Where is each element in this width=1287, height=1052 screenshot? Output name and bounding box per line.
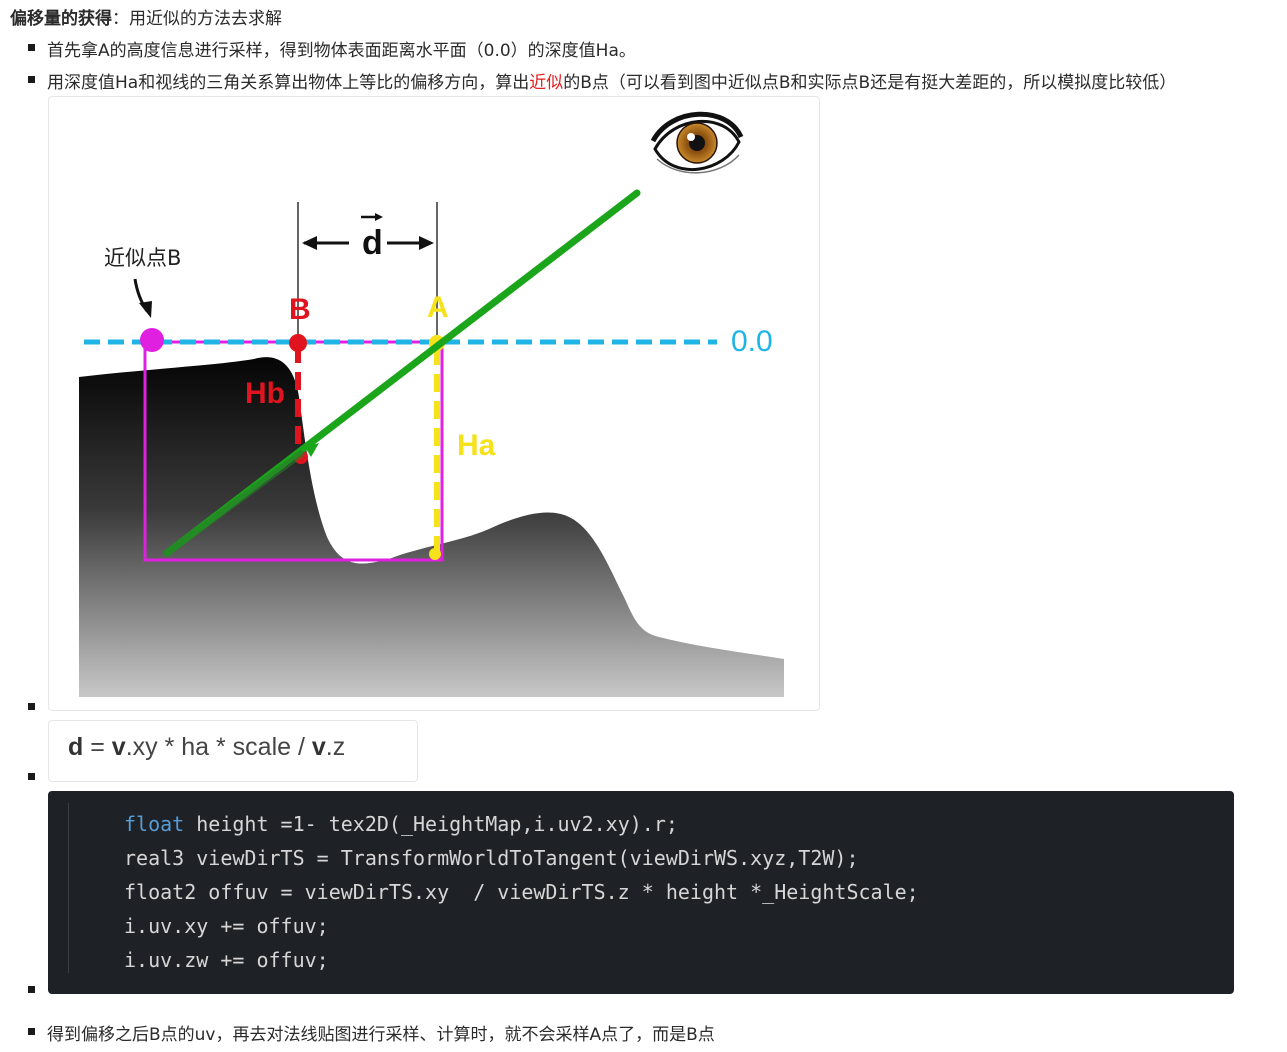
code-line: float height =1- tex2D(_HeightMap,i.uv2.… [124, 807, 919, 841]
d-arrowhead-right [419, 236, 434, 250]
formula-eq: = [83, 733, 112, 761]
bullet-marker [28, 773, 35, 780]
code-text: i.uv.xy += offuv; [124, 914, 329, 938]
code-text: real3 viewDirTS = TransformWorldToTangen… [124, 846, 859, 870]
formula-end: .z [325, 733, 346, 761]
code-line: i.uv.zw += offuv; [124, 943, 919, 977]
bullet-2-highlight: 近似 [529, 73, 564, 93]
view-ray-arrowhead [305, 443, 319, 457]
code-indent-guide [68, 803, 69, 973]
bullet-marker [28, 986, 35, 993]
zero-label: 0.0 [731, 325, 773, 358]
code-text: float2 offuv = viewDirTS.xy / viewDirTS.… [124, 880, 919, 904]
b-point [289, 334, 307, 352]
formula-d: d [68, 733, 84, 761]
bullet-item-1: 首先拿A的高度信息进行采样，得到物体表面距离水平面（0.0）的深度值Ha。 [47, 41, 636, 61]
ha-label: Ha [457, 429, 496, 462]
bullet-marker [28, 76, 35, 83]
offset-formula: d = v.xy * ha * scale / v.z [68, 733, 345, 762]
formula-v1: v [111, 733, 126, 761]
terrain-surface [79, 357, 784, 697]
d-arrowhead-left [302, 236, 317, 250]
formula-box: d = v.xy * ha * scale / v.z [48, 720, 418, 782]
code-text: i.uv.zw += offuv; [124, 948, 329, 972]
code-text: height =1- tex2D(_HeightMap,i.uv2.xy).r; [184, 812, 678, 836]
code-line: float2 offuv = viewDirTS.xy / viewDirTS.… [124, 875, 919, 909]
b-label: B [289, 293, 311, 326]
view-ray-shadow [163, 450, 305, 557]
heading-bold: 偏移量的获得 [10, 9, 112, 29]
approx-b-label: 近似点B [104, 246, 181, 270]
formula-mid: .xy * ha * scale / [125, 733, 312, 761]
a-bottom-point [429, 548, 441, 560]
a-label: A [427, 291, 449, 324]
bullet-item-last: 得到偏移之后B点的uv，再去对法线贴图进行采样、计算时，就不会采样A点了，而是B… [47, 1025, 715, 1045]
bullet-marker [28, 1028, 35, 1035]
approx-b-point [140, 328, 164, 352]
bullet-2-text-before: 用深度值Ha和视线的三角关系算出物体上等比的偏移方向，算出 [47, 73, 530, 93]
bullet-2-text-after: 的B点（可以看到图中近似点B和实际点B还是有挺大差距的，所以模拟度比较低） [563, 73, 1177, 93]
hb-label: Hb [245, 377, 285, 410]
parallax-diagram: d B Hb A Ha 近似点B 0.0 [48, 96, 820, 711]
formula-v2: v [311, 733, 326, 761]
code-line: real3 viewDirTS = TransformWorldToTangen… [124, 841, 919, 875]
heading: 偏移量的获得：用近似的方法去求解 [10, 4, 282, 29]
bullet-item-2: 用深度值Ha和视线的三角关系算出物体上等比的偏移方向，算出近似的B点（可以看到图… [47, 68, 1176, 93]
bullet-marker [28, 44, 35, 51]
code-line: i.uv.xy += offuv; [124, 909, 919, 943]
d-vector-bar-head [375, 213, 383, 221]
code-content: float height =1- tex2D(_HeightMap,i.uv2.… [124, 807, 919, 977]
bullet-marker [28, 703, 35, 710]
code-block[interactable]: float height =1- tex2D(_HeightMap,i.uv2.… [48, 791, 1234, 994]
parallax-diagram-svg: d B Hb A Ha 近似点B 0.0 [79, 111, 784, 697]
approx-b-arrowhead [139, 301, 152, 318]
heading-rest: ：用近似的方法去求解 [112, 9, 282, 29]
eye-icon [650, 111, 744, 174]
code-keyword: float [124, 812, 185, 836]
d-label: d [362, 224, 383, 262]
